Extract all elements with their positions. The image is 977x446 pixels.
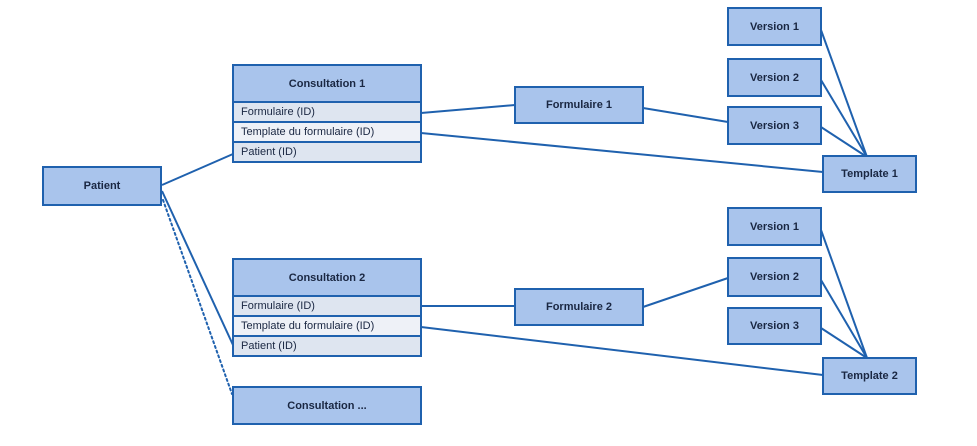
formulaire2-node[interactable]: Formulaire 2: [514, 288, 644, 326]
edge-formulaire2-version2: [642, 277, 729, 308]
cluster1-version2-node[interactable]: Version 2: [727, 58, 822, 97]
formulaire1-node[interactable]: Formulaire 1: [514, 86, 644, 124]
cluster2-version2-label: Version 2: [750, 271, 799, 283]
cluster1-version1-label: Version 1: [750, 20, 799, 33]
edge-cluster2-version1-template2: [820, 229, 868, 359]
edge-consultation1-formulaire1: [420, 104, 516, 114]
consultation1-title: Consultation 1: [234, 66, 420, 103]
consultation1-row-formulaire-id[interactable]: Formulaire (ID): [234, 103, 420, 123]
cluster2-version1-label: Version 1: [750, 220, 799, 233]
consultation1-row-template-id[interactable]: Template du formulaire (ID): [234, 123, 420, 143]
cluster2-version3-label: Version 3: [750, 320, 799, 332]
cluster1-version1-node[interactable]: Version 1: [727, 7, 822, 46]
consultation-more-node[interactable]: Consultation ...: [232, 386, 422, 425]
consultation1-node[interactable]: Consultation 1 Formulaire (ID) Template …: [232, 64, 422, 163]
cluster1-version3-node[interactable]: Version 3: [727, 106, 822, 145]
cluster2-version2-node[interactable]: Version 2: [727, 257, 822, 297]
edge-cluster1-version1-template1: [820, 29, 868, 158]
consultation2-row-patient-id[interactable]: Patient (ID): [234, 337, 420, 355]
consultation2-node[interactable]: Consultation 2 Formulaire (ID) Template …: [232, 258, 422, 357]
formulaire2-label: Formulaire 2: [545, 301, 613, 313]
consultation2-title: Consultation 2: [234, 260, 420, 297]
consultation2-row-formulaire-id[interactable]: Formulaire (ID): [234, 297, 420, 317]
cluster2-version3-node[interactable]: Version 3: [727, 307, 822, 345]
template1-label: Template 1: [841, 168, 898, 180]
cluster2-version1-node[interactable]: Version 1: [727, 207, 822, 246]
consultation-more-label: Consultation ...: [287, 399, 367, 412]
edge-consultation1-template1: [420, 132, 824, 173]
consultation2-row-template-id[interactable]: Template du formulaire (ID): [234, 317, 420, 337]
edge-cluster1-version3-template1: [820, 126, 868, 158]
template2-node[interactable]: Template 2: [822, 357, 917, 395]
formulaire1-label: Formulaire 1: [545, 99, 613, 111]
edge-patient-consultation2: [161, 190, 234, 346]
cluster1-version3-label: Version 3: [750, 119, 799, 132]
patient-label: Patient: [83, 180, 121, 192]
edge-consultation2-template2: [420, 326, 824, 376]
edge-formulaire1-version3: [642, 107, 729, 123]
patient-node[interactable]: Patient: [42, 166, 162, 206]
edge-patient-consultation-more-dotted: [162, 199, 233, 395]
cluster1-version2-label: Version 2: [750, 71, 799, 84]
edge-cluster2-version3-template2: [820, 327, 868, 359]
template2-label: Template 2: [841, 370, 898, 382]
edge-patient-consultation1: [161, 153, 234, 186]
edge-cluster2-version2-template2: [820, 279, 868, 359]
edge-cluster1-version2-template1: [820, 79, 868, 158]
template1-node[interactable]: Template 1: [822, 155, 917, 193]
consultation1-row-patient-id[interactable]: Patient (ID): [234, 143, 420, 161]
